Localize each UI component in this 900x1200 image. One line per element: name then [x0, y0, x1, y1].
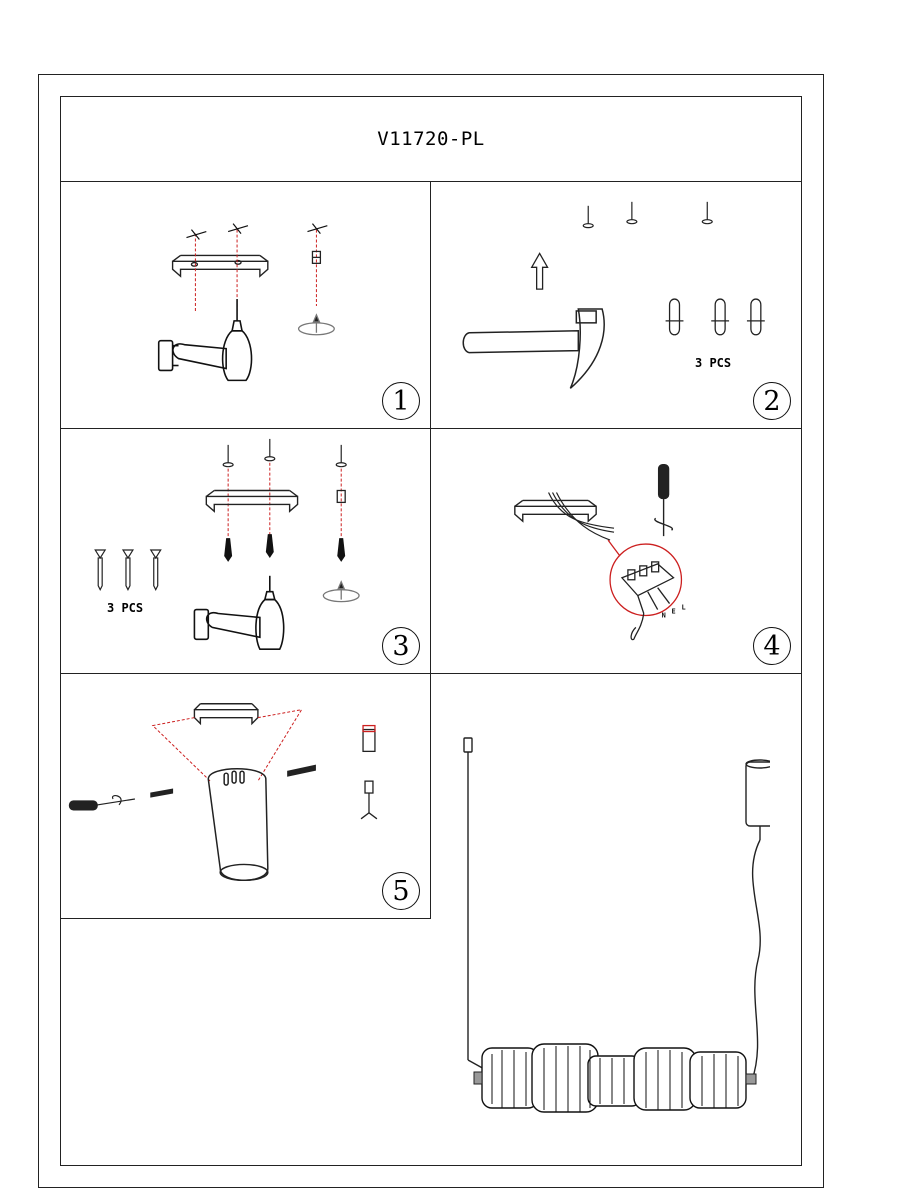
mounting-bracket-icon	[171, 254, 269, 278]
rotation-arrow-icon	[322, 580, 360, 603]
step-number-badge: 4	[753, 627, 791, 665]
step-4-panel: N E L 4	[430, 428, 802, 674]
step-1-illustration	[157, 223, 335, 382]
quantity-label: 3 PCS	[107, 601, 144, 615]
hammer-icon	[462, 308, 605, 389]
step-number: 2	[763, 385, 781, 417]
terminal-label-l: L	[681, 604, 685, 612]
wall-plug-icon	[362, 724, 376, 753]
screw-icon	[150, 764, 316, 798]
crystal-facets	[491, 1046, 739, 1112]
wire-icon	[548, 492, 615, 541]
wall-plug-icon	[665, 298, 765, 336]
page-outer-frame	[38, 74, 824, 1188]
rotation-arrow-icon	[297, 313, 335, 336]
terminal-label-n: N	[662, 611, 666, 619]
step-4-illustration: N E L	[514, 464, 686, 641]
mounting-bracket-icon	[193, 703, 259, 726]
model-title: V11720-PL	[60, 96, 802, 182]
guide-lines	[151, 709, 303, 782]
screwdriver-icon	[68, 795, 135, 811]
step-1-panel: 1	[60, 181, 431, 429]
screw-icon	[94, 549, 162, 592]
detail-circle	[607, 539, 683, 617]
pendant-lamp-icon	[463, 737, 770, 1113]
step-number-badge: 1	[382, 382, 420, 420]
step-3-panel: 3 PCS 3	[60, 428, 431, 674]
drill-icon	[193, 575, 285, 650]
step-number: 5	[392, 875, 410, 907]
up-arrow-icon	[530, 252, 549, 290]
mounting-bracket-icon	[205, 489, 299, 513]
canopy-icon	[207, 767, 269, 882]
drill-icon	[157, 299, 253, 382]
step-5-illustration	[68, 703, 378, 882]
cord-grip-icon	[360, 780, 378, 820]
step-number: 4	[763, 630, 781, 662]
step-number: 3	[392, 630, 410, 662]
step-number: 1	[392, 385, 410, 417]
quantity-label: 3 PCS	[695, 356, 732, 370]
step-3-illustration	[94, 438, 360, 650]
model-code: V11720-PL	[377, 127, 485, 150]
mounting-bracket-icon	[514, 499, 597, 523]
screwdriver-icon	[654, 464, 674, 537]
step-5-panel: 5	[60, 673, 431, 919]
step-2-illustration	[462, 201, 765, 389]
terminal-block-icon	[620, 561, 675, 641]
step-number-badge: 2	[753, 382, 791, 420]
terminal-label-e: E	[672, 607, 676, 615]
wall-plug-icon	[311, 250, 322, 264]
step-number-badge: 5	[382, 872, 420, 910]
screw-icon	[222, 438, 347, 468]
wall-plug-icon	[336, 489, 346, 504]
screw-icon	[582, 201, 713, 229]
step-2-panel: 3 PCS 2	[430, 181, 802, 429]
step-number-badge: 3	[382, 627, 420, 665]
wall-plug-icon	[224, 534, 346, 562]
crystal-shade-group	[481, 1043, 747, 1113]
